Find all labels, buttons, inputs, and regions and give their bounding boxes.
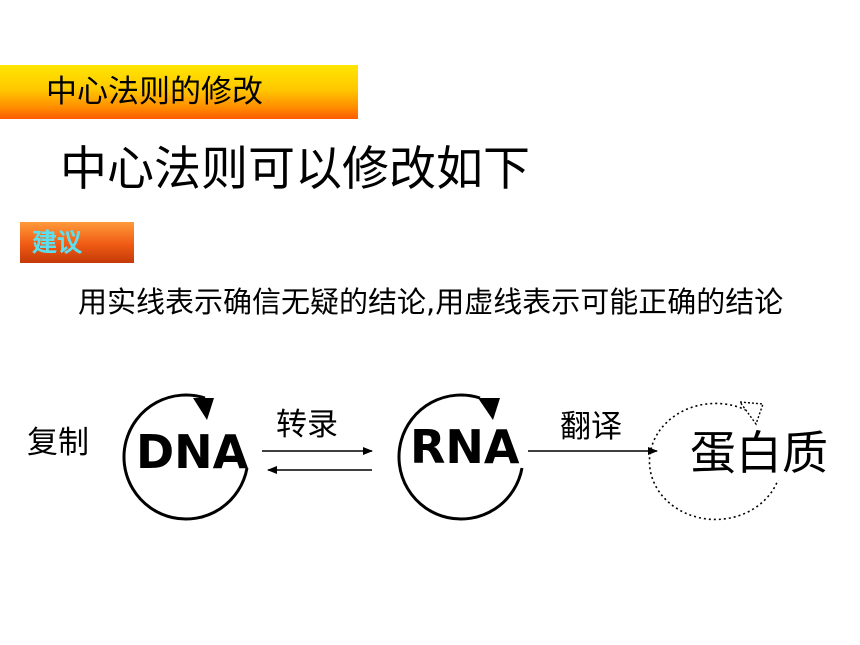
rna-replication-loop	[397, 393, 524, 521]
rna-label: RNA	[410, 420, 520, 474]
rna-replication-arrowhead	[478, 398, 500, 420]
slide-title: 中心法则的修改	[46, 73, 263, 110]
slide-heading: 中心法则可以修改如下	[60, 142, 530, 197]
translation-label: 翻译	[560, 409, 622, 445]
dna-label: DNA	[136, 425, 249, 479]
dna-replication-loop	[122, 393, 249, 521]
protein-replication-arrowhead	[738, 401, 764, 426]
protein-label: 蛋白质	[690, 426, 828, 480]
dna-replication-arrowhead	[193, 398, 214, 420]
replication-label: 复制	[27, 425, 89, 461]
transcription-label: 转录	[276, 407, 338, 443]
suggestion-tag-label: 建议	[32, 228, 83, 257]
body-text: 用实线表示确信无疑的结论,用虚线表示可能正确的结论	[78, 285, 784, 319]
suggestion-tag: 建议	[20, 222, 134, 263]
protein-replication-loop	[648, 402, 779, 521]
slide-title-banner: 中心法则的修改	[0, 65, 358, 119]
